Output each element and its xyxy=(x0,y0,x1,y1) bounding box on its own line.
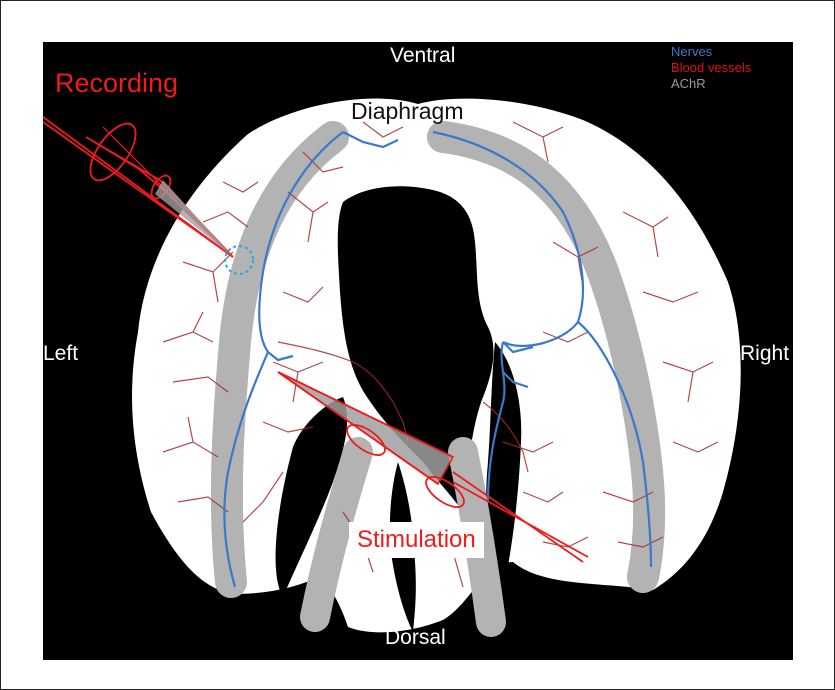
diaphragm-diagram xyxy=(43,42,793,660)
dorsal-label: Dorsal xyxy=(385,626,446,650)
diaphragm-diagram-panel: Ventral Dorsal Left Right Diaphragm Reco… xyxy=(43,42,793,660)
legend-nerves: Nerves xyxy=(671,44,751,60)
diaphragm-label: Diaphragm xyxy=(351,98,464,125)
legend-achr: AChR xyxy=(671,76,751,92)
legend: Nerves Blood vessels AChR xyxy=(671,44,751,92)
left-label: Left xyxy=(43,342,78,366)
recording-label: Recording xyxy=(55,68,178,99)
ventral-label: Ventral xyxy=(390,44,455,68)
legend-blood-vessels: Blood vessels xyxy=(671,60,751,76)
right-label: Right xyxy=(740,342,789,366)
stimulation-label: Stimulation xyxy=(349,522,484,558)
